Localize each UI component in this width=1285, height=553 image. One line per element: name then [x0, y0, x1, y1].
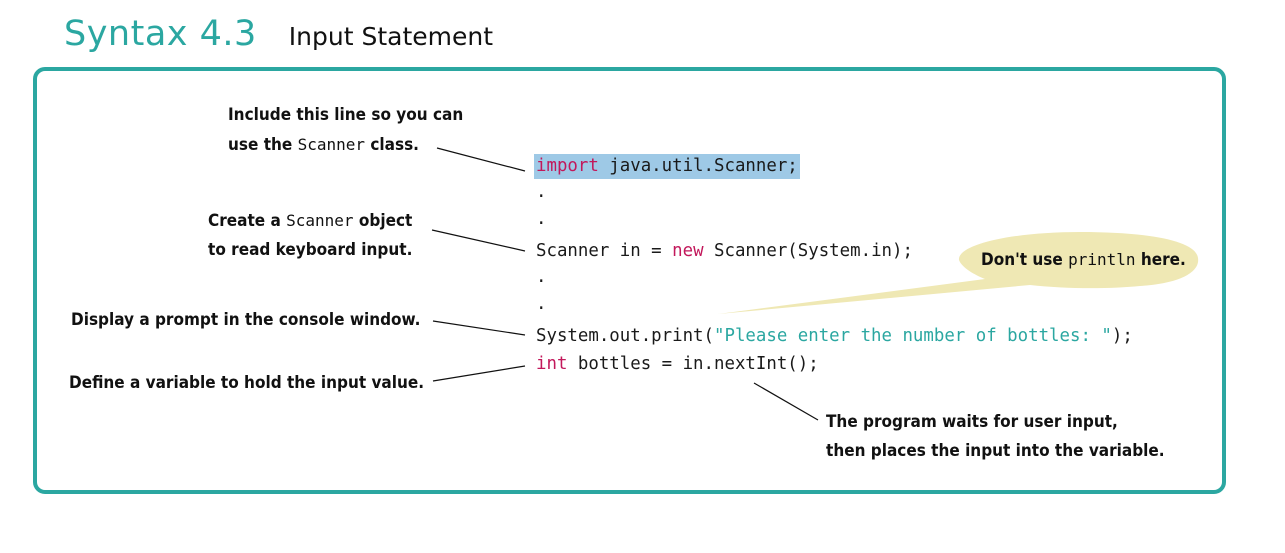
syntax-frame: [33, 67, 1226, 494]
code-print-a: System.out.print(: [536, 326, 714, 346]
code-ellipsis-dot: .: [536, 294, 547, 314]
code-scanner-a: Scanner in =: [536, 241, 673, 261]
code-print-line: System.out.print("Please enter the numbe…: [536, 324, 1133, 348]
code-scanner-line: Scanner in = new Scanner(System.in);: [536, 239, 913, 263]
code-print-b: );: [1111, 326, 1133, 346]
note-wait-line2: then places the input into the variable.: [826, 441, 1165, 461]
note-create-line1: Create a Scanner object: [208, 211, 413, 231]
code-ellipsis-dot: .: [536, 267, 547, 287]
code-ellipsis-dot: .: [536, 182, 547, 202]
connector-import: [436, 147, 526, 172]
keyword-new: new: [672, 241, 704, 261]
note-import-line2: use the Scanner class.: [228, 135, 419, 155]
note-create: Create a Scanner object to read keyboard…: [208, 206, 412, 265]
code-int-line: int bottles = in.nextInt();: [536, 352, 819, 376]
speech-bubble: [718, 232, 1199, 314]
connector-wait: [753, 382, 819, 421]
code-scanner-b: Scanner(System.in);: [703, 241, 913, 261]
code-ellipsis-dot: .: [536, 209, 547, 229]
note-create-line2: to read keyboard input.: [208, 240, 413, 260]
code-import-rest: java.util.Scanner;: [598, 156, 798, 176]
note-wait: The program waits for user input, then p…: [826, 408, 1165, 466]
note-bubble: Don't use println here.: [981, 250, 1186, 270]
syntax-heading: Syntax 4.3 Input Statement: [64, 14, 493, 62]
code-int-rest: bottles = in.nextInt();: [567, 354, 819, 374]
note-prompt: Display a prompt in the console window.: [71, 310, 421, 330]
keyword-import: import: [536, 156, 599, 176]
connector-create: [431, 229, 526, 252]
note-import: Include this line so you can use the Sca…: [228, 101, 463, 160]
keyword-int: int: [536, 354, 568, 374]
code-import-line: import java.util.Scanner;: [534, 154, 800, 179]
note-import-line1: Include this line so you can: [228, 105, 464, 125]
connector-prompt: [432, 320, 526, 336]
syntax-number: Syntax 4.3: [64, 14, 257, 54]
connector-define: [432, 365, 526, 382]
note-wait-line1: The program waits for user input,: [826, 412, 1118, 432]
note-define: Define a variable to hold the input valu…: [69, 373, 425, 393]
syntax-title: Input Statement: [288, 22, 494, 51]
code-print-string: "Please enter the number of bottles: ": [714, 326, 1112, 346]
